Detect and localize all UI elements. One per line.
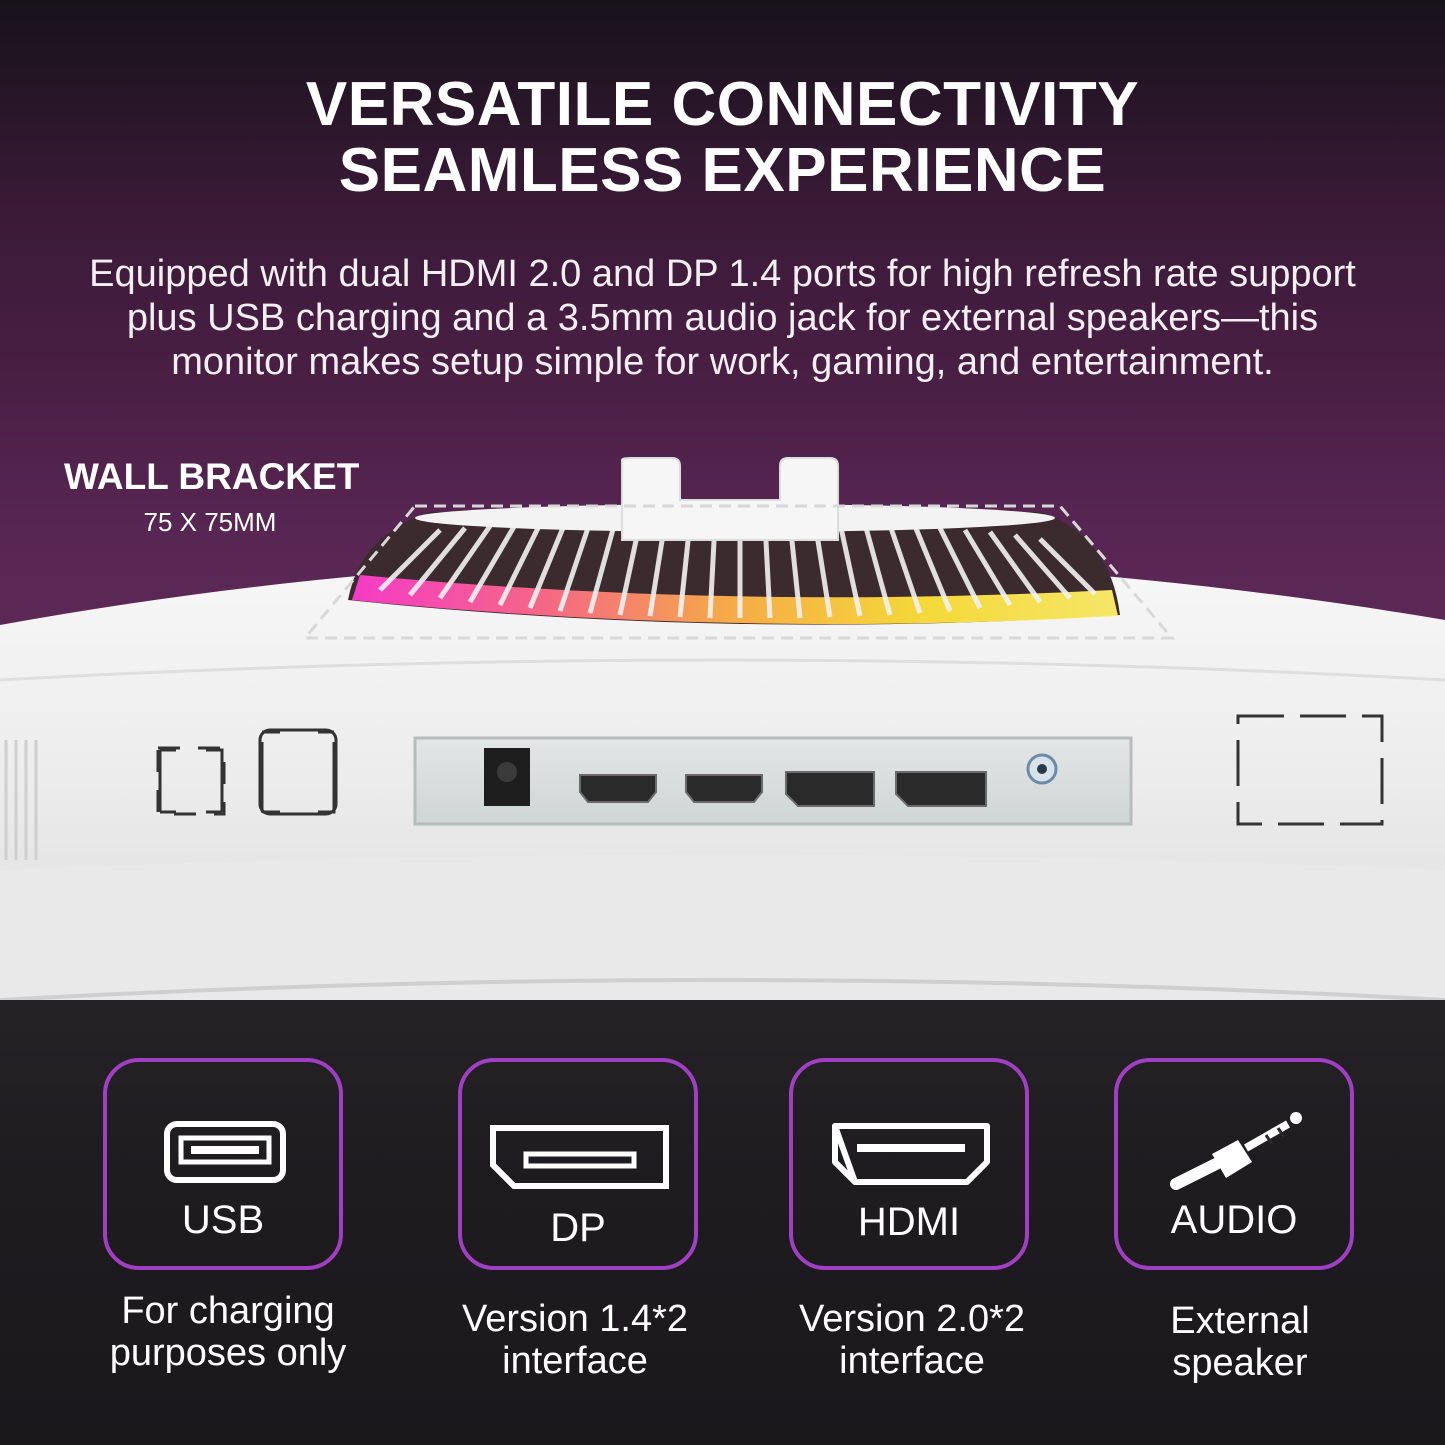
displayport-icon: [490, 1125, 669, 1189]
usb-label: USB: [181, 1198, 265, 1242]
description-line-2: plus USB charging and a 3.5mm audio jack…: [126, 297, 1319, 339]
usb-caption-line-2: purposes only: [109, 1332, 347, 1374]
wall-bracket-title: WALL BRACKET: [64, 456, 360, 497]
io-panel: [413, 736, 1133, 826]
wall-bracket-size: 75 X 75MM: [143, 507, 277, 537]
headline-line-2: SEAMLESS EXPERIENCE: [338, 136, 1107, 205]
audio-caption-line-2: speaker: [1172, 1342, 1308, 1384]
description-line-3: monitor makes setup simple for work, gam…: [171, 341, 1274, 383]
vesa-mark: [1236, 714, 1384, 826]
stand-hinge: [621, 457, 839, 541]
usb-icon: [164, 1121, 286, 1183]
dp-caption-line-2: interface: [502, 1340, 648, 1382]
description: Equipped with dual HDMI 2.0 and DP 1.4 p…: [10, 252, 1435, 384]
hdmi-card: HDMI: [789, 1058, 1029, 1270]
usb-caption-line-1: For charging: [121, 1290, 335, 1332]
audio-caption: External speaker: [1085, 1300, 1395, 1384]
usb-caption: For charging purposes only: [73, 1290, 383, 1374]
headline: VERSATILE CONNECTIVITY SEAMLESS EXPERIEN…: [0, 72, 1445, 204]
bracket-outline: [301, 504, 1176, 640]
dp-label: DP: [550, 1206, 606, 1250]
headline-line-1: VERSATILE CONNECTIVITY: [305, 70, 1140, 139]
hdmi-icon: [832, 1123, 990, 1185]
audio-jack-icon: [1170, 1112, 1302, 1190]
audio-label: AUDIO: [1170, 1198, 1298, 1242]
audio-card: AUDIO: [1114, 1058, 1354, 1270]
left-vent: [4, 740, 38, 860]
dp-caption-line-1: Version 1.4*2: [461, 1298, 689, 1340]
hdmi-ports: [579, 774, 763, 803]
dp-ports: [785, 771, 987, 807]
hdmi-caption: Version 2.0*2 interface: [757, 1298, 1067, 1382]
monitor-lower-lip: [0, 855, 1445, 1000]
control-buttons: [156, 728, 338, 816]
dp-card: DP: [458, 1058, 698, 1270]
monitor-back-illustration: [0, 457, 1445, 1000]
dp-caption: Version 1.4*2 interface: [420, 1298, 730, 1382]
hdmi-caption-line-1: Version 2.0*2: [798, 1298, 1026, 1340]
hdmi-caption-line-2: interface: [839, 1340, 985, 1382]
description-line-1: Equipped with dual HDMI 2.0 and DP 1.4 p…: [89, 253, 1356, 295]
audio-caption-line-1: External: [1170, 1300, 1310, 1342]
usb-card: USB: [103, 1058, 343, 1270]
bottom-background: [0, 990, 1445, 1445]
hdmi-label: HDMI: [857, 1200, 961, 1244]
